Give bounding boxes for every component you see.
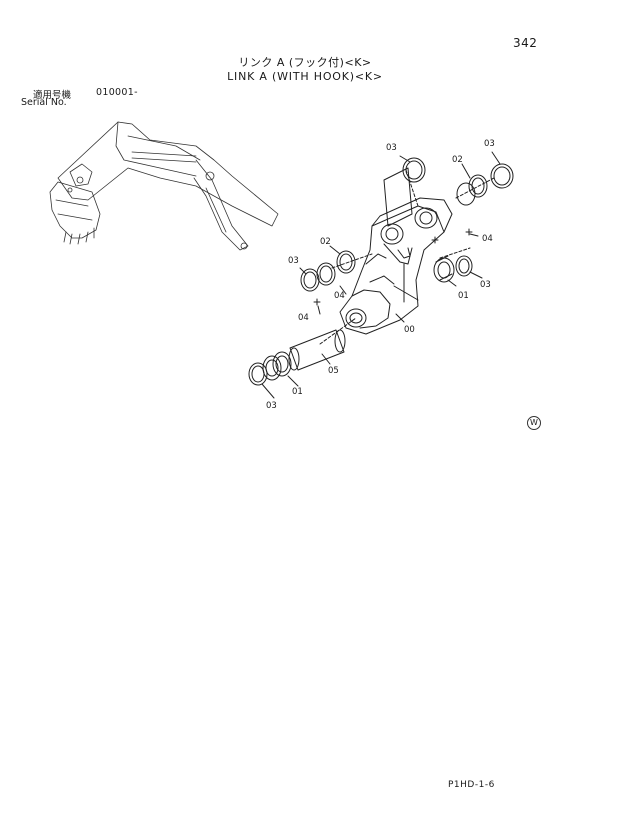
- callout-label: 01: [292, 387, 303, 397]
- callout-label: 03: [266, 401, 277, 411]
- callout-label: 04: [334, 291, 345, 301]
- callout-label: 02: [320, 237, 331, 247]
- callout-label: 03: [480, 280, 491, 290]
- w-mark: W: [527, 416, 541, 430]
- callout-label: 02: [452, 155, 463, 165]
- callout-label: 00: [404, 325, 415, 335]
- serial-label-japanese: 適用号機: [33, 90, 72, 101]
- title-english: LINK A (WITH HOOK)<K>: [227, 70, 383, 83]
- callout-label: 03: [288, 256, 299, 266]
- callout-label: 04: [298, 313, 309, 323]
- footer-code: P1HD-1-6: [448, 780, 495, 790]
- serial-label-english: Serial No.: [21, 97, 67, 108]
- callout-labels: 03 02 03 04 02 03 04 01 03 04 00 05 01 0…: [266, 139, 495, 411]
- serial-value: 010001-: [96, 87, 138, 98]
- link-a-exploded-drawing: [248, 151, 514, 399]
- callout-label: 03: [386, 143, 397, 153]
- callout-label: 01: [458, 291, 469, 301]
- title-japanese: リンク A (フック付)<K>: [238, 56, 372, 69]
- callout-label: 03: [484, 139, 495, 149]
- callout-label: 05: [328, 366, 339, 376]
- page-number: 342: [513, 36, 538, 50]
- callout-label: 04: [482, 234, 493, 244]
